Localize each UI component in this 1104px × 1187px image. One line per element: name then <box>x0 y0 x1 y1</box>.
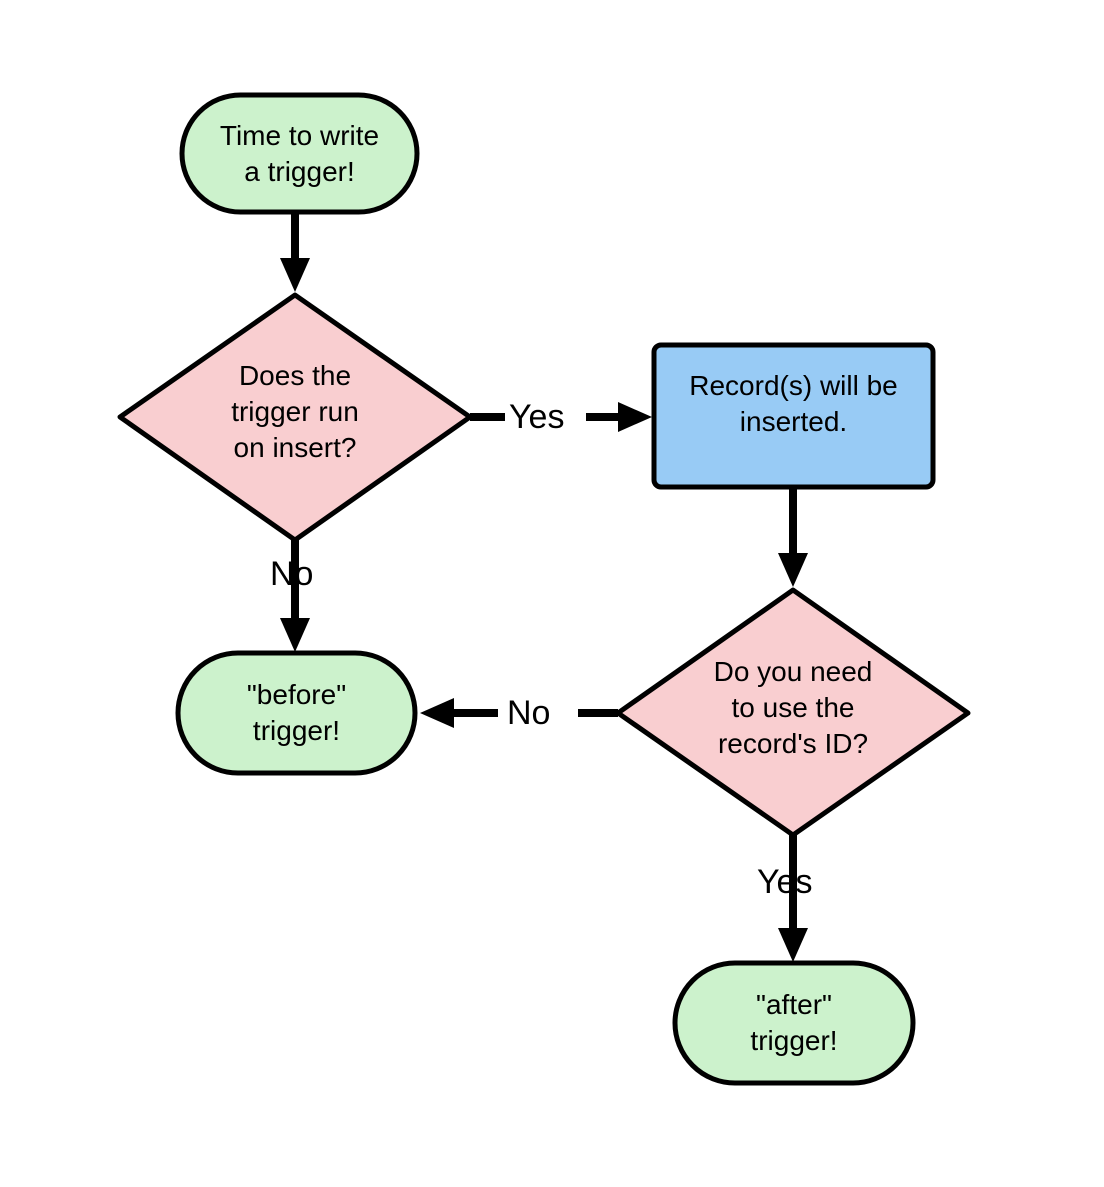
node-need-id-decision <box>615 587 971 838</box>
edge-insert-decision-to-before-trigger <box>280 540 310 652</box>
node-records-inserted <box>651 342 936 490</box>
node-insert-decision <box>117 292 473 543</box>
node-start <box>179 92 420 215</box>
edge-need-id-decision-to-after-trigger <box>778 835 808 962</box>
edge-start-to-insert-decision <box>280 212 310 292</box>
edge-need-id-decision-to-before-trigger <box>420 698 618 728</box>
node-before-trigger <box>175 650 418 776</box>
edge-insert-decision-to-records-inserted <box>470 402 652 432</box>
edge-records-inserted-to-need-id-decision <box>778 487 808 587</box>
node-after-trigger <box>672 960 916 1086</box>
